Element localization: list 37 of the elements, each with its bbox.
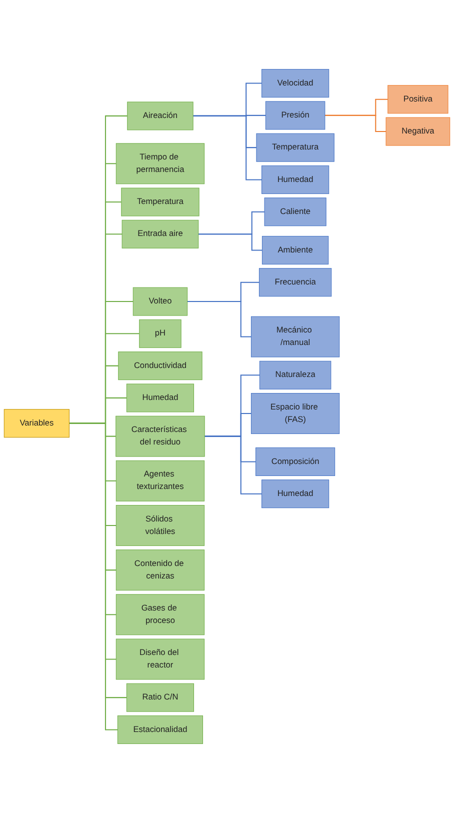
node-box [4,409,70,438]
node-box [259,360,332,390]
connector [69,422,118,730]
node-box [250,316,340,358]
node-box [388,85,448,114]
node-box [256,447,336,476]
node-box [126,384,194,412]
connector [193,115,262,180]
node-box [121,188,200,216]
node-box [117,715,203,744]
node-box [262,236,329,264]
node-box [116,143,205,184]
node-box [127,102,194,130]
node-box [262,69,330,98]
node-box [116,505,205,546]
connector [198,234,262,251]
connector [204,436,262,494]
node-box [265,101,326,130]
node-box [262,480,330,508]
connector [187,301,252,338]
node-box [258,268,332,297]
node-box [126,683,194,712]
node-box [386,117,450,146]
node-box [250,393,340,434]
connector [324,114,386,132]
node-box [116,550,205,591]
node-box [122,220,199,248]
node-box [116,460,205,502]
node-box [139,319,182,348]
node-box [256,133,334,162]
node-box [116,416,205,457]
node-box [116,594,205,636]
node-box [118,352,202,380]
node-box [116,638,205,680]
node-box [262,165,330,194]
node-box [264,198,326,226]
node-box [132,287,188,316]
